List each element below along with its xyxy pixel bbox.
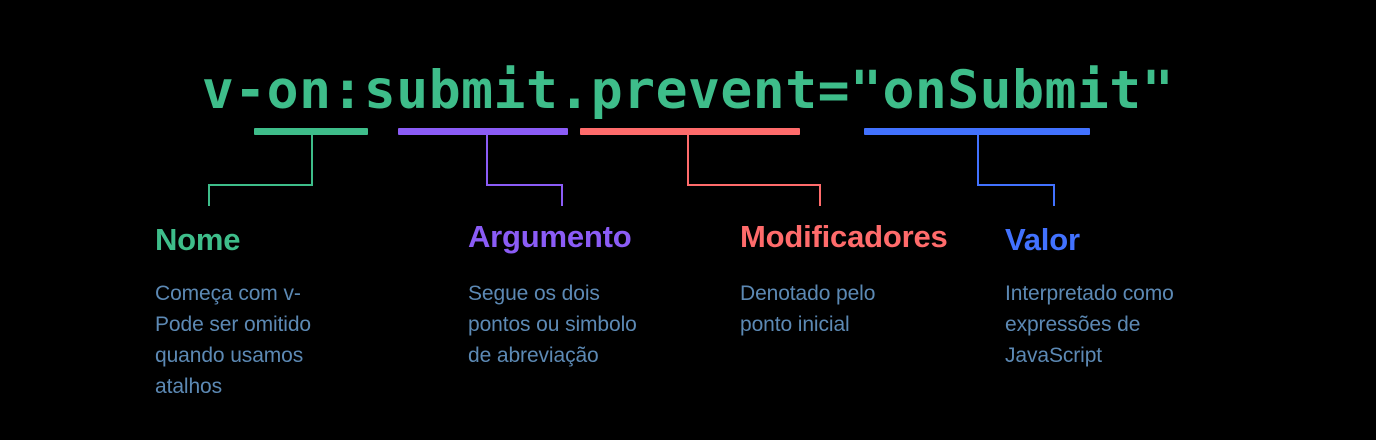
description-line: de abreviação: [468, 344, 599, 367]
connector-run-nome: [208, 184, 313, 186]
column-description-modificadores: Denotado pelo ponto inicial: [740, 278, 990, 340]
connector-run-modificadores: [687, 184, 821, 186]
underline-bar-nome: [254, 128, 368, 135]
description-line: pontos ou simbolo: [468, 313, 637, 336]
description-line: atalhos: [155, 375, 223, 398]
connector-stem-modificadores: [687, 135, 689, 186]
column-title-valor: Valor: [1005, 222, 1080, 257]
description-line: Começa com v-: [155, 282, 301, 305]
description-line: ponto inicial: [740, 313, 850, 336]
column-description-nome: Começa com v- Pode ser omitido quando usam…: [155, 278, 395, 402]
connector-stem-valor: [977, 135, 979, 186]
column-title-nome: Nome: [155, 222, 241, 257]
underline-bar-valor: [864, 128, 1090, 135]
connector-drop-nome: [208, 184, 210, 206]
description-line: Interpretado como: [1005, 282, 1174, 305]
connector-stem-nome: [311, 135, 313, 186]
column-title-argumento: Argumento: [468, 219, 632, 254]
directive-code-text: v-on:submit.prevent="onSubmit": [201, 60, 1175, 121]
description-line: Denotado pelo: [740, 282, 876, 305]
description-line: Pode ser omitido: [155, 313, 311, 336]
column-title-modificadores: Modificadores: [740, 219, 948, 254]
connector-drop-modificadores: [819, 184, 821, 206]
connector-drop-valor: [1053, 184, 1055, 206]
description-line: quando usamos: [155, 344, 304, 367]
description-line: Segue os dois: [468, 282, 600, 305]
underline-bar-modificadores: [580, 128, 800, 135]
connector-run-valor: [977, 184, 1055, 186]
connector-drop-argumento: [561, 184, 563, 206]
connector-stem-argumento: [486, 135, 488, 186]
underline-bar-argumento: [398, 128, 568, 135]
column-description-valor: Interpretado como expressões de JavaScript: [1005, 278, 1255, 371]
connector-run-argumento: [486, 184, 563, 186]
description-line: expressões de: [1005, 313, 1141, 336]
description-line: JavaScript: [1005, 344, 1103, 367]
column-description-argumento: Segue os dois pontos ou simbolo de abrevia…: [468, 278, 718, 371]
